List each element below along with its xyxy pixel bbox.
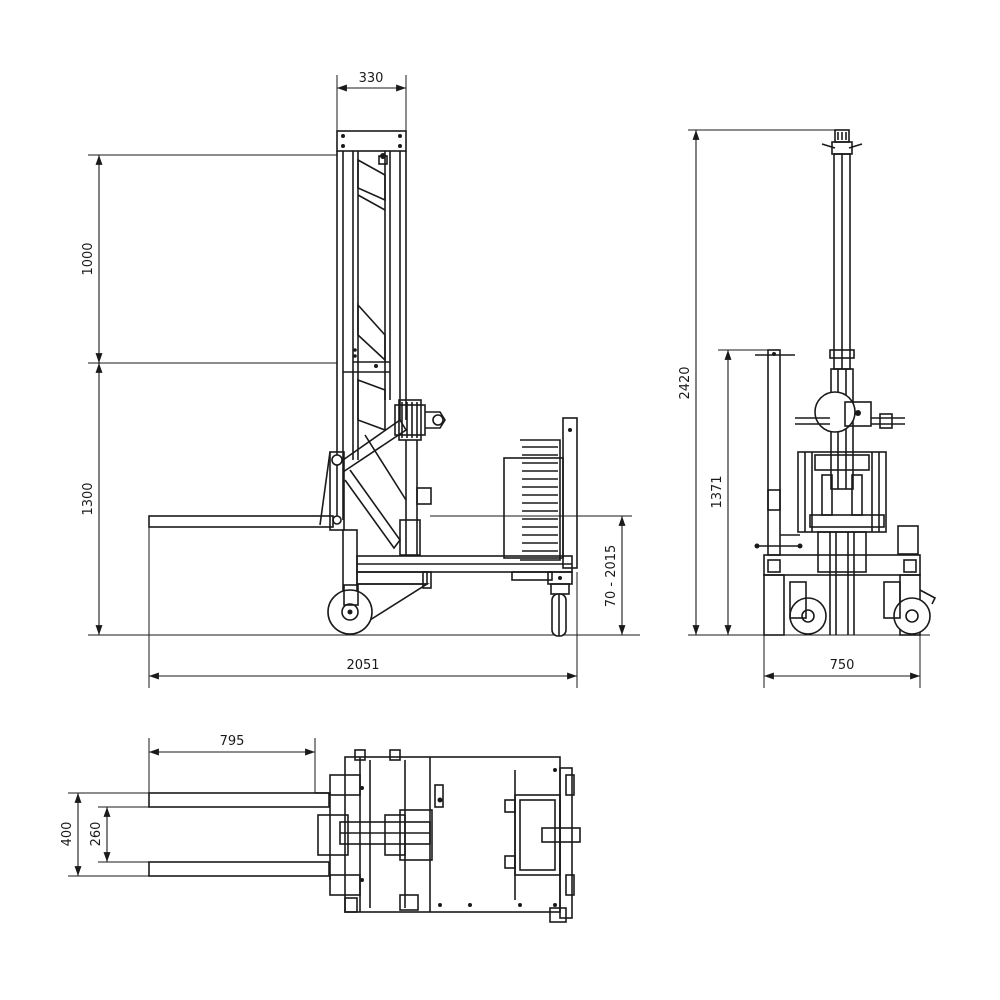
fork xyxy=(148,515,334,528)
dimension-lines-top xyxy=(68,738,316,877)
side-view: 330 1000 1300 70 - 2015 2051 xyxy=(81,71,640,688)
dim-fork-outer-spread: 400 xyxy=(60,822,75,847)
top-view: 795 400 260 xyxy=(60,734,581,923)
dim-mast-upper-height: 1000 xyxy=(81,242,96,275)
top-forks xyxy=(148,792,331,880)
front-basket xyxy=(797,451,887,635)
dim-overall-length: 2051 xyxy=(346,658,379,673)
dim-overall-height: 2420 xyxy=(678,366,693,399)
chassis xyxy=(319,418,573,637)
rack xyxy=(503,417,578,581)
front-handle xyxy=(754,349,803,556)
dim-fork-inner-spread: 260 xyxy=(89,822,104,847)
dim-handle-height: 1371 xyxy=(710,475,725,508)
mast xyxy=(336,130,407,520)
top-motor-box xyxy=(504,767,581,923)
dim-mast-width: 330 xyxy=(359,71,384,86)
dim-mast-lower-height: 1300 xyxy=(81,482,96,515)
dim-fork-height-range: 70 - 2015 xyxy=(604,545,619,608)
dimension-lines-side xyxy=(88,75,632,688)
top-frame xyxy=(317,749,561,913)
dimension-lines-front xyxy=(688,129,921,688)
dim-fork-length: 795 xyxy=(220,734,245,749)
front-winch xyxy=(795,391,905,433)
front-base xyxy=(763,525,937,636)
front-view: 2420 1371 750 xyxy=(678,129,937,688)
front-mast xyxy=(821,129,863,490)
dim-overall-width: 750 xyxy=(830,658,855,673)
